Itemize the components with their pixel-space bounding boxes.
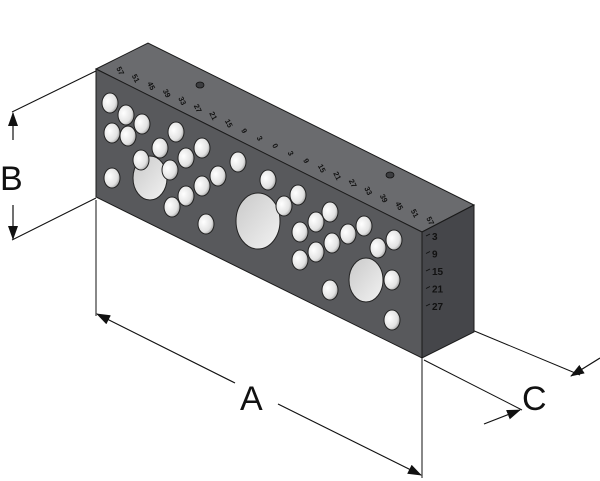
side-scale-label: 27 (432, 302, 444, 313)
pin (383, 269, 401, 291)
dimension-c-label: C (522, 380, 547, 418)
dimension-lines (11, 69, 581, 478)
top-scale-label: 21 (331, 170, 343, 182)
pin (321, 201, 339, 223)
side-scale-tick (425, 286, 431, 289)
pin (193, 175, 211, 197)
pin (323, 232, 341, 254)
pin (339, 223, 357, 245)
top-scale-label: 9 (301, 157, 311, 165)
side-scale-label: 15 (432, 267, 444, 278)
side-scale-tick (425, 233, 431, 237)
top-scale-label: 27 (347, 178, 359, 190)
pin (307, 211, 325, 233)
pin (229, 151, 247, 173)
top-scale-label: 27 (192, 103, 204, 115)
pin (119, 125, 137, 147)
top-scale-label: 15 (316, 163, 328, 175)
dimension-a: A (96, 313, 422, 476)
pin (209, 165, 227, 187)
pin (369, 237, 387, 259)
pin (355, 215, 373, 237)
top-scale-label: 39 (161, 88, 173, 100)
pin (132, 149, 150, 171)
dimension-c: C (483, 357, 600, 425)
pin (103, 122, 121, 144)
pin (117, 104, 135, 126)
pin (177, 185, 195, 207)
pin (291, 249, 309, 271)
side-scale: 3 9 15 21 27 (425, 232, 444, 313)
top-scale-label: 9 (239, 127, 249, 135)
pin (289, 184, 307, 206)
top-scale-label: 45 (393, 200, 405, 212)
side-scale-tick (425, 268, 431, 272)
pin (167, 121, 185, 143)
pins (101, 92, 403, 331)
pin (103, 167, 121, 189)
top-scale-label: 45 (145, 80, 157, 92)
pin (385, 229, 403, 251)
top-scale-label: 3 (255, 134, 265, 142)
top-scale-label: 57 (114, 65, 126, 77)
top-scale-label: 51 (130, 73, 142, 85)
pin (151, 137, 169, 159)
pin (133, 113, 151, 135)
dimension-b-label: B (0, 160, 23, 198)
pin (177, 147, 195, 169)
pin (161, 159, 179, 181)
dimension-a-label: A (240, 380, 263, 418)
side-scale-tick (425, 303, 431, 307)
top-scale-label: 33 (176, 95, 188, 107)
pin (291, 221, 309, 243)
top-scale-label: 0 (270, 142, 280, 150)
pin (383, 309, 401, 331)
side-scale-label: 21 (432, 285, 444, 296)
pin (197, 213, 215, 235)
pin (275, 195, 293, 217)
block-side-face (421, 204, 475, 359)
top-scale-label: 51 (409, 208, 421, 220)
top-scale-label: 3 (286, 149, 296, 157)
pin (321, 279, 339, 301)
top-scale-label: 21 (207, 110, 219, 122)
pin (101, 92, 119, 114)
top-scale-label: 15 (223, 118, 235, 130)
side-scale-label: 9 (432, 250, 438, 261)
pin (163, 196, 181, 218)
pin (307, 241, 325, 263)
top-scale-label: 57 (424, 215, 436, 227)
pin (193, 137, 211, 159)
top-scale-label: 39 (378, 193, 390, 205)
top-scale-label: 33 (362, 185, 374, 197)
side-scale-label: 3 (432, 232, 438, 243)
dimension-b: B (0, 112, 23, 240)
top-holes (195, 81, 395, 179)
side-scale-tick (425, 251, 431, 254)
pin (259, 169, 277, 191)
